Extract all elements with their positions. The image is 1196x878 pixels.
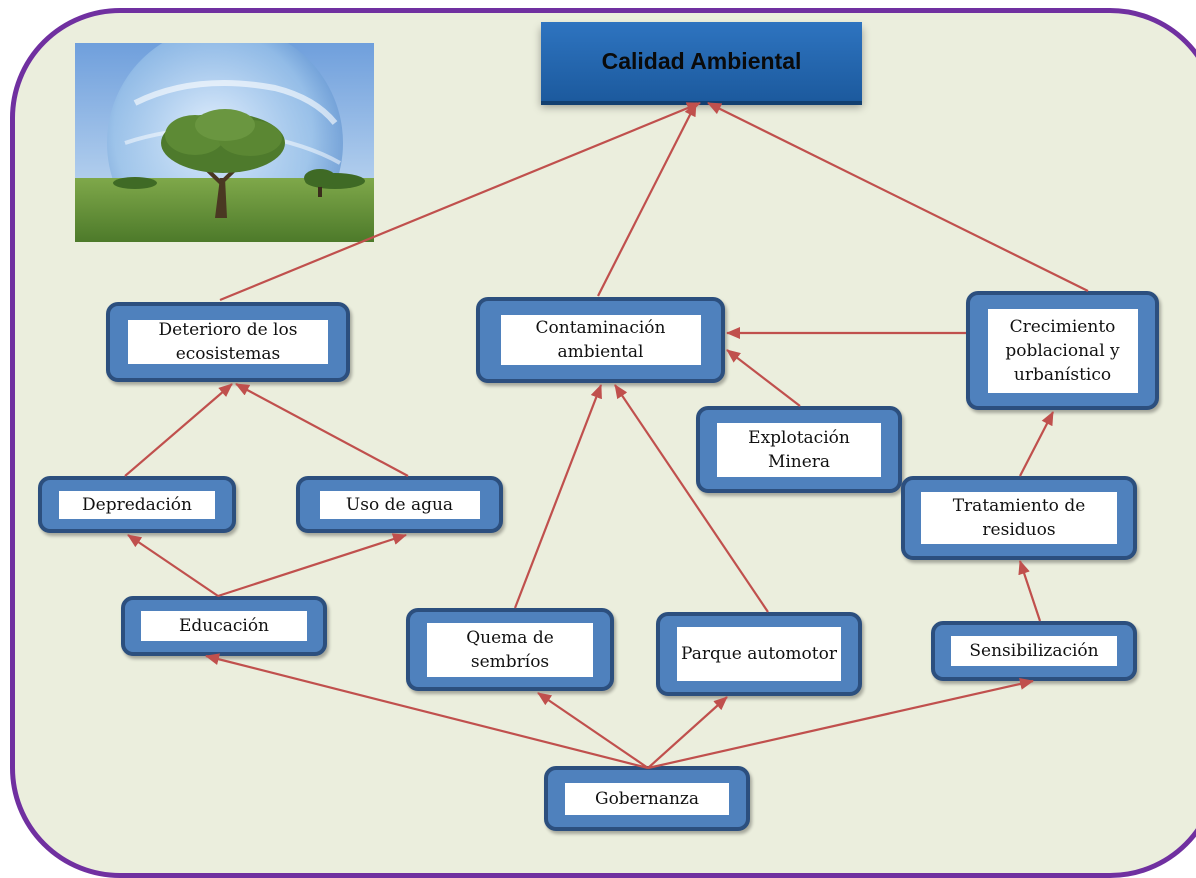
node-quema: Quema de sembríos xyxy=(406,608,614,691)
arrow-gobernanza-to-parque xyxy=(647,696,728,769)
node-deterioro-label: Deterioro de los ecosistemas xyxy=(128,320,328,364)
arrow-crecimiento-to-title xyxy=(707,102,1089,292)
node-educacion: Educación xyxy=(121,596,327,656)
node-tratamiento: Tratamiento de residuos xyxy=(901,476,1137,560)
arrow-gobernanza-to-educacion xyxy=(205,653,649,770)
arrow-parque-to-contaminacion xyxy=(614,384,769,613)
arrow-explotacion-to-contaminacion xyxy=(726,349,801,407)
node-explotacion-label: Explotación Minera xyxy=(717,422,881,477)
arrow-contaminacion-to-title xyxy=(597,102,697,297)
arrow-gobernanza-to-quema xyxy=(537,692,649,769)
node-parque-label: Parque automotor xyxy=(677,627,841,681)
arrow-gobernanza-to-sensibilizacion xyxy=(647,678,1034,770)
node-contaminacion: Contaminación ambiental xyxy=(476,297,725,383)
node-uso-agua-label: Uso de agua xyxy=(319,490,480,519)
diagram-title: Calidad Ambiental xyxy=(601,48,802,74)
title-box: Calidad Ambiental xyxy=(541,22,862,101)
arrow-sensibilizacion-to-tratamiento xyxy=(1018,560,1042,622)
node-sensibilizacion: Sensibilización xyxy=(931,621,1137,681)
node-crecimiento: Crecimiento poblacional y urbanístico xyxy=(966,291,1159,410)
arrow-uso-agua-to-deterioro xyxy=(235,383,409,477)
arrow-depredacion-to-deterioro xyxy=(124,383,233,477)
node-uso-agua: Uso de agua xyxy=(296,476,503,533)
node-parque: Parque automotor xyxy=(656,612,862,696)
node-crecimiento-label: Crecimiento poblacional y urbanístico xyxy=(987,308,1138,393)
node-sensibilizacion-label: Sensibilización xyxy=(951,636,1117,666)
node-tratamiento-label: Tratamiento de residuos xyxy=(921,492,1117,544)
node-depredacion-label: Depredación xyxy=(59,490,215,519)
node-contaminacion-label: Contaminación ambiental xyxy=(500,315,701,365)
node-educacion-label: Educación xyxy=(141,611,307,641)
arrow-educacion-to-uso-agua xyxy=(217,533,407,598)
arrow-tratamiento-to-crecimiento xyxy=(1019,411,1054,477)
arrow-deterioro-to-title xyxy=(219,101,701,302)
node-deterioro: Deterioro de los ecosistemas xyxy=(106,302,350,382)
node-explotacion: Explotación Minera xyxy=(696,406,902,493)
earth-tree-image xyxy=(75,43,374,242)
node-gobernanza: Gobernanza xyxy=(544,766,750,831)
node-depredacion: Depredación xyxy=(38,476,236,533)
arrows-layer xyxy=(124,101,1089,770)
arrow-quema-to-contaminacion xyxy=(513,384,603,609)
node-quema-label: Quema de sembríos xyxy=(427,622,593,677)
arrow-educacion-to-depredacion xyxy=(127,534,219,597)
node-gobernanza-label: Gobernanza xyxy=(565,782,729,815)
